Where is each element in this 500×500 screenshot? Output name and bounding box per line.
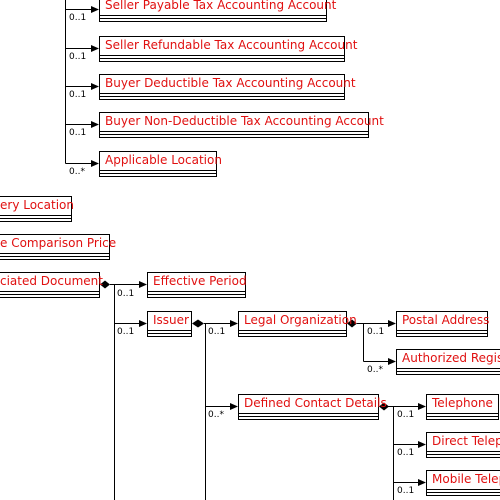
legal-organization-label: Legal Organization — [244, 313, 357, 327]
cardinality-postal-address: 0..1 — [367, 327, 385, 337]
cardinality-buyer-non-deductible: 0..1 — [69, 128, 87, 138]
cardinality-defined-contact-details: 0..* — [208, 410, 224, 420]
mobile-telephone-label: Mobile Telep — [432, 472, 500, 486]
cardinality-authorized-registration: 0..* — [367, 365, 383, 375]
cardinality-seller-payable: 0..1 — [69, 13, 87, 23]
issuer-label: Issuer — [153, 313, 189, 327]
comparison-price-label: e Comparison Price — [0, 236, 117, 250]
direct-telephone-node[interactable]: Direct Telep — [426, 432, 500, 458]
applicable-location-node[interactable]: Applicable Location — [99, 151, 222, 177]
cardinality-issuer: 0..1 — [117, 327, 135, 337]
buyer-non-deductible-label: Buyer Non-Deductible Tax Accounting Acco… — [105, 114, 384, 128]
seller-payable-label: Seller Payable Tax Accounting Account — [105, 0, 337, 12]
seller-refundable-node[interactable]: Seller Refundable Tax Accounting Account — [99, 36, 357, 62]
associated-document-label: ciated Document — [0, 274, 103, 288]
cardinality-buyer-deductible: 0..1 — [69, 90, 87, 100]
seller-payable-node[interactable]: Seller Payable Tax Accounting Account — [99, 0, 336, 22]
applicable-location-label: Applicable Location — [105, 153, 222, 167]
buyer-non-deductible-node[interactable]: Buyer Non-Deductible Tax Accounting Acco… — [99, 112, 384, 138]
effective-period-node[interactable]: Effective Period — [147, 272, 247, 298]
effective-period-label: Effective Period — [153, 274, 247, 288]
buyer-deductible-node[interactable]: Buyer Deductible Tax Accounting Account — [99, 74, 356, 100]
cardinality-direct-telephone: 0..1 — [397, 448, 415, 458]
cardinality-seller-refundable: 0..1 — [69, 52, 87, 62]
authorized-registration-label: Authorized Regist — [402, 351, 500, 365]
cardinality-mobile-telephone: 0..1 — [397, 486, 415, 496]
telephone-label: Telephone — [432, 396, 493, 410]
seller-refundable-label: Seller Refundable Tax Accounting Account — [105, 38, 358, 52]
postal-address-node[interactable]: Postal Address — [396, 311, 490, 337]
cardinality-legal-organization: 0..1 — [208, 327, 226, 337]
delivery-location-node[interactable]: ery Location — [0, 196, 74, 222]
legal-organization-node[interactable]: Legal Organization — [238, 311, 357, 337]
cardinality-applicable-location: 0..* — [69, 167, 85, 177]
postal-address-label: Postal Address — [402, 313, 490, 327]
mobile-telephone-node[interactable]: Mobile Telep — [426, 470, 500, 496]
defined-contact-details-label: Defined Contact Details — [244, 396, 387, 410]
associated-document-node[interactable]: ciated Document — [0, 272, 103, 298]
defined-contact-details-node[interactable]: Defined Contact Details — [238, 394, 387, 420]
buyer-deductible-label: Buyer Deductible Tax Accounting Account — [105, 76, 356, 90]
telephone-node[interactable]: Telephone — [426, 394, 499, 420]
authorized-registration-node[interactable]: Authorized Regist — [396, 349, 500, 375]
cardinality-effective-period: 0..1 — [117, 289, 135, 299]
direct-telephone-label: Direct Telep — [432, 434, 500, 448]
cardinality-telephone: 0..1 — [397, 410, 415, 420]
issuer-node[interactable]: Issuer — [147, 311, 192, 337]
delivery-location-label: ery Location — [0, 198, 74, 212]
comparison-price-node[interactable]: e Comparison Price — [0, 234, 116, 260]
